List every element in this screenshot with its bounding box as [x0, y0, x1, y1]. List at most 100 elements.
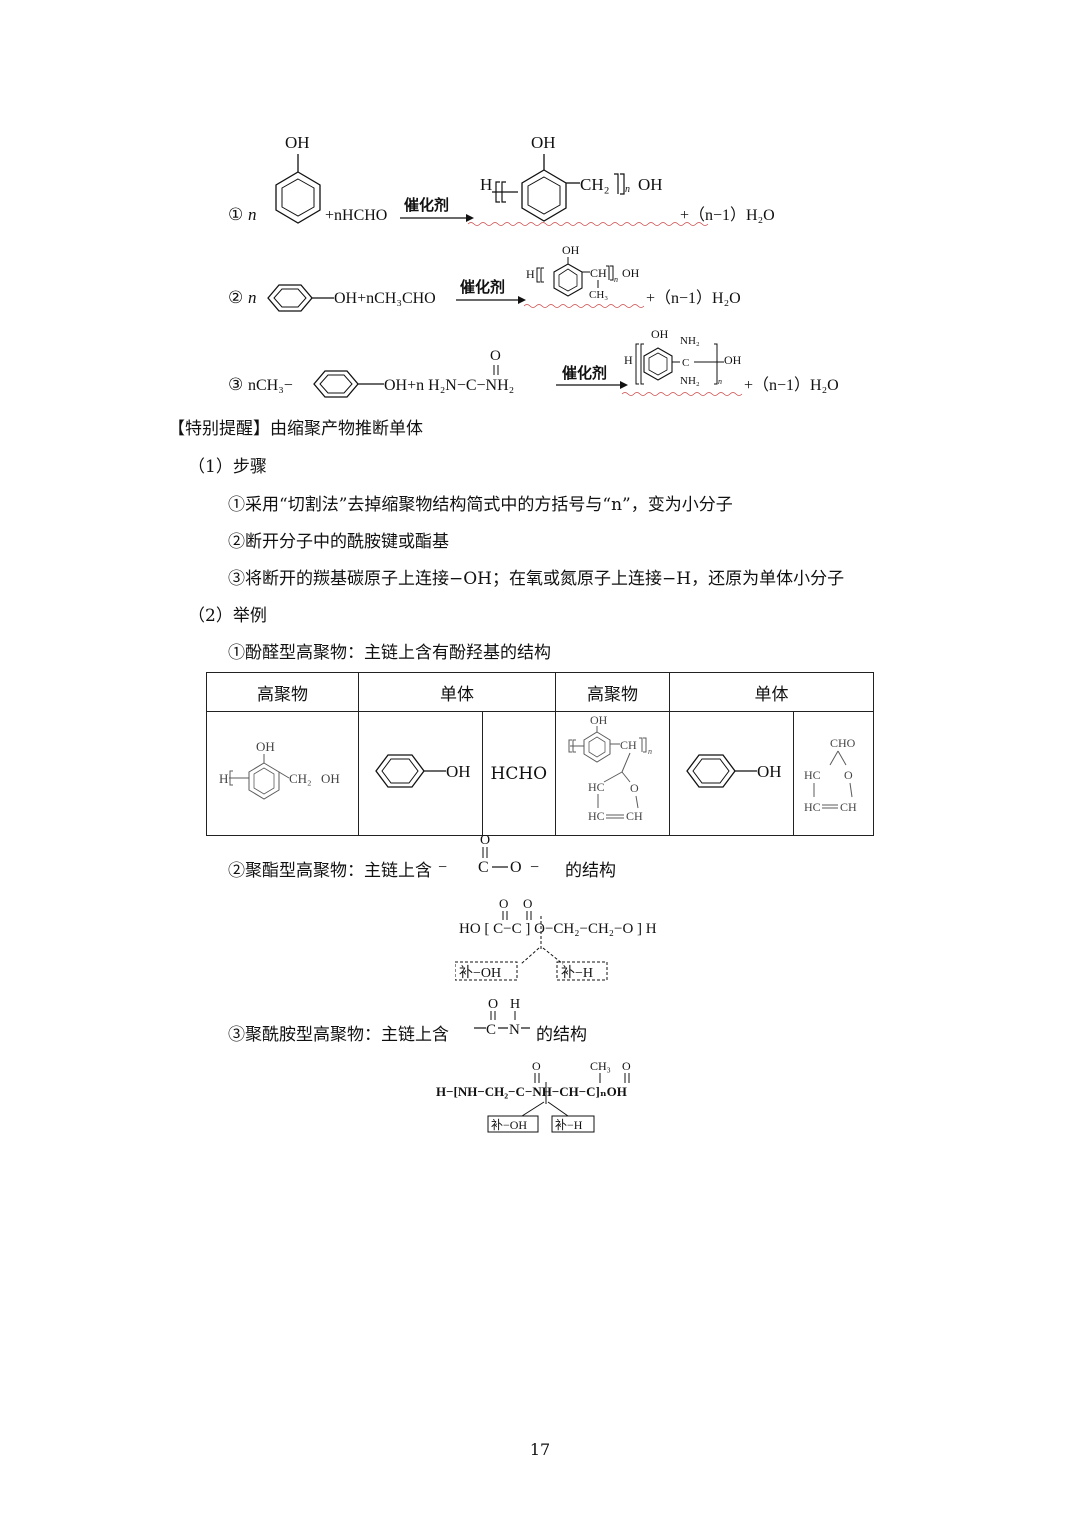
polyester-example: O O HO [ C−C ] O−CH₂−CH₂−O ] H 补−OH 补−H — [454, 892, 705, 982]
reaction-2-structure: ② n OH+nCH₃CHO 催化剂 H OH CH CH₃ n OH +（n−… — [228, 243, 741, 312]
svg-text:O: O — [532, 1059, 541, 1073]
svg-text:③: ③ — [228, 375, 243, 394]
monomer-2a-cell: OH — [669, 711, 794, 836]
example-3: ③聚酰胺型高聚物：主链上含 — [228, 1025, 449, 1045]
svg-text:OH: OH — [724, 353, 742, 367]
polymer-2-cell: OH CH n HC O HC CH — [555, 711, 670, 836]
table-header: 单体 — [669, 672, 874, 712]
page-number: 17 — [529, 1440, 551, 1459]
svg-text:−: − — [530, 859, 539, 876]
reaction-2-reagent: OH+nCH₃CHO — [334, 290, 436, 307]
svg-text:CH₃: CH₃ — [589, 289, 608, 301]
svg-text:CH: CH — [620, 738, 637, 752]
add-h-label: 补−H — [561, 965, 593, 981]
svg-text:O: O — [630, 781, 639, 795]
monomer-table: 高聚物 单体 高聚物 单体 OH H CH₂ OH — [206, 672, 875, 836]
svg-text:n: n — [614, 275, 618, 284]
furfural-phenol-polymer: OH CH n HC O HC CH — [568, 713, 652, 823]
monomer-2b-cell: CHO HC O HC CH — [792, 711, 875, 836]
polyester-formula: HO [ C−C ] O−CH₂−CH₂−O ] H — [459, 921, 657, 937]
svg-text:O: O — [480, 833, 490, 848]
reaction-3-structure: ③ nCH₃− OH+n H₂N−C−NH₂ O 催化剂 H OH NH₂ C … — [228, 327, 839, 398]
svg-text:O: O — [844, 768, 853, 782]
svg-text:OH: OH — [651, 327, 669, 341]
svg-text:C: C — [486, 1022, 496, 1038]
svg-text:OH: OH — [757, 762, 782, 781]
polyamide-formula: H−[NH−CH₂−C−NH−CH−C]ₙOH — [436, 1084, 627, 1099]
step-1: ①采用“切割法”去掉缩聚物结构简式中的方括号与“n”，变为小分子 — [228, 495, 733, 515]
svg-text:OH: OH — [638, 175, 663, 194]
reaction-3-byproduct: +（n−1）H₂O — [744, 376, 839, 394]
svg-text:O: O — [490, 348, 501, 364]
svg-text:CH: CH — [840, 800, 857, 814]
svg-text:C: C — [682, 357, 689, 369]
svg-text:②: ② — [228, 288, 243, 307]
svg-text:OH: OH — [562, 243, 580, 257]
amide-group-inline: O H C N — [474, 992, 564, 1042]
svg-text:O: O — [488, 997, 498, 1012]
example-2: ②聚酯型高聚物：主链上含 — [228, 861, 432, 881]
catalyst-label: 催化剂 — [404, 196, 449, 214]
phenol-monomer: OH — [686, 754, 782, 788]
svg-text:nCH₃−: nCH₃− — [248, 377, 293, 394]
svg-text:NH₂: NH₂ — [680, 335, 700, 347]
svg-text:CH: CH — [590, 266, 607, 280]
reaction-3: ③ nCH₃− OH+n H₂N−C−NH₂ O 催化剂 H OH NH₂ C … — [228, 322, 888, 402]
svg-text:OH: OH — [622, 266, 640, 280]
svg-text:H: H — [480, 175, 492, 194]
furfural-monomer: CHO HC O HC CH — [804, 736, 857, 814]
ester-group-inline: O − C O − — [438, 830, 578, 880]
reaction-1-reagent: +nHCHO — [325, 207, 387, 224]
svg-text:n: n — [248, 288, 257, 307]
reaction-2: ② n OH+nCH₃CHO 催化剂 H OH CH CH₃ n OH +（n−… — [228, 240, 848, 314]
svg-text:OH: OH — [590, 713, 608, 727]
table-header: 高聚物 — [555, 672, 670, 712]
svg-text:HC: HC — [588, 780, 605, 794]
reaction-1-byproduct: +（n−1）H₂O — [680, 206, 775, 224]
add-oh-label: 补−OH — [459, 965, 501, 981]
svg-text:OH: OH — [446, 762, 471, 781]
add-oh-label: 补−OH — [491, 1118, 527, 1132]
svg-text:催化剂: 催化剂 — [562, 364, 607, 382]
phenol-formaldehyde-polymer: OH H CH₂ OH — [219, 739, 340, 800]
monomer-1b-cell: HCHO — [481, 711, 557, 836]
svg-text:C: C — [478, 859, 489, 876]
svg-text:n: n — [718, 377, 722, 386]
svg-text:CH: CH — [626, 809, 643, 823]
svg-text:H: H — [219, 771, 228, 786]
svg-text:−: − — [438, 859, 447, 876]
svg-text:O: O — [622, 1059, 631, 1073]
svg-text:O: O — [510, 859, 522, 876]
example-3-tail: 的结构 — [536, 1025, 587, 1045]
phenol-monomer: OH — [375, 754, 471, 788]
monomer-1a-cell: OH — [358, 711, 483, 836]
svg-text:O: O — [499, 896, 508, 911]
svg-text:OH: OH — [256, 739, 275, 754]
svg-text:H: H — [624, 353, 633, 367]
svg-text:催化剂: 催化剂 — [460, 278, 505, 296]
svg-text:CH₃: CH₃ — [590, 1059, 611, 1073]
example-2-tail: 的结构 — [565, 861, 616, 881]
polyamide-example: O CH₃ O H−[NH−CH₂−C−NH−CH−C]ₙOH 补−OH 补−H — [434, 1056, 684, 1136]
svg-text:n: n — [648, 747, 652, 756]
reaction-1-structure: ① n OH +nHCHO 催化剂 H OH CH₂ n OH +（n−1）H₂… — [228, 133, 775, 226]
svg-text:HC: HC — [804, 768, 821, 782]
reaction-1-coefficient: n — [248, 205, 257, 224]
product-ring-icon — [521, 169, 567, 222]
svg-text:H: H — [510, 997, 520, 1012]
reaction-1-number: ① — [228, 205, 243, 224]
reaction-3-reagent: OH+n H₂N−C−NH₂ — [384, 377, 514, 394]
step-2: ②断开分子中的酰胺键或酯基 — [228, 532, 449, 552]
phenol-oh: OH — [285, 133, 310, 152]
svg-text:O: O — [523, 896, 532, 911]
svg-text:HC: HC — [588, 809, 605, 823]
benzene-ring-icon — [275, 171, 321, 224]
step-3: ③将断开的羰基碳原子上连接−OH；在氧或氮原子上连接−H，还原为单体小分子 — [228, 569, 845, 589]
reaction-1: ① n OH +nHCHO 催化剂 H OH CH₂ n OH +（n−1）H₂… — [228, 130, 848, 230]
example-1: ①酚醛型高聚物：主链上含有酚羟基的结构 — [228, 643, 551, 663]
svg-text:NH₂: NH₂ — [680, 375, 700, 387]
examples-heading: （2）举例 — [188, 606, 267, 626]
svg-text:OH: OH — [321, 771, 340, 786]
svg-text:N: N — [509, 1022, 520, 1038]
svg-text:CH₂: CH₂ — [289, 771, 312, 786]
